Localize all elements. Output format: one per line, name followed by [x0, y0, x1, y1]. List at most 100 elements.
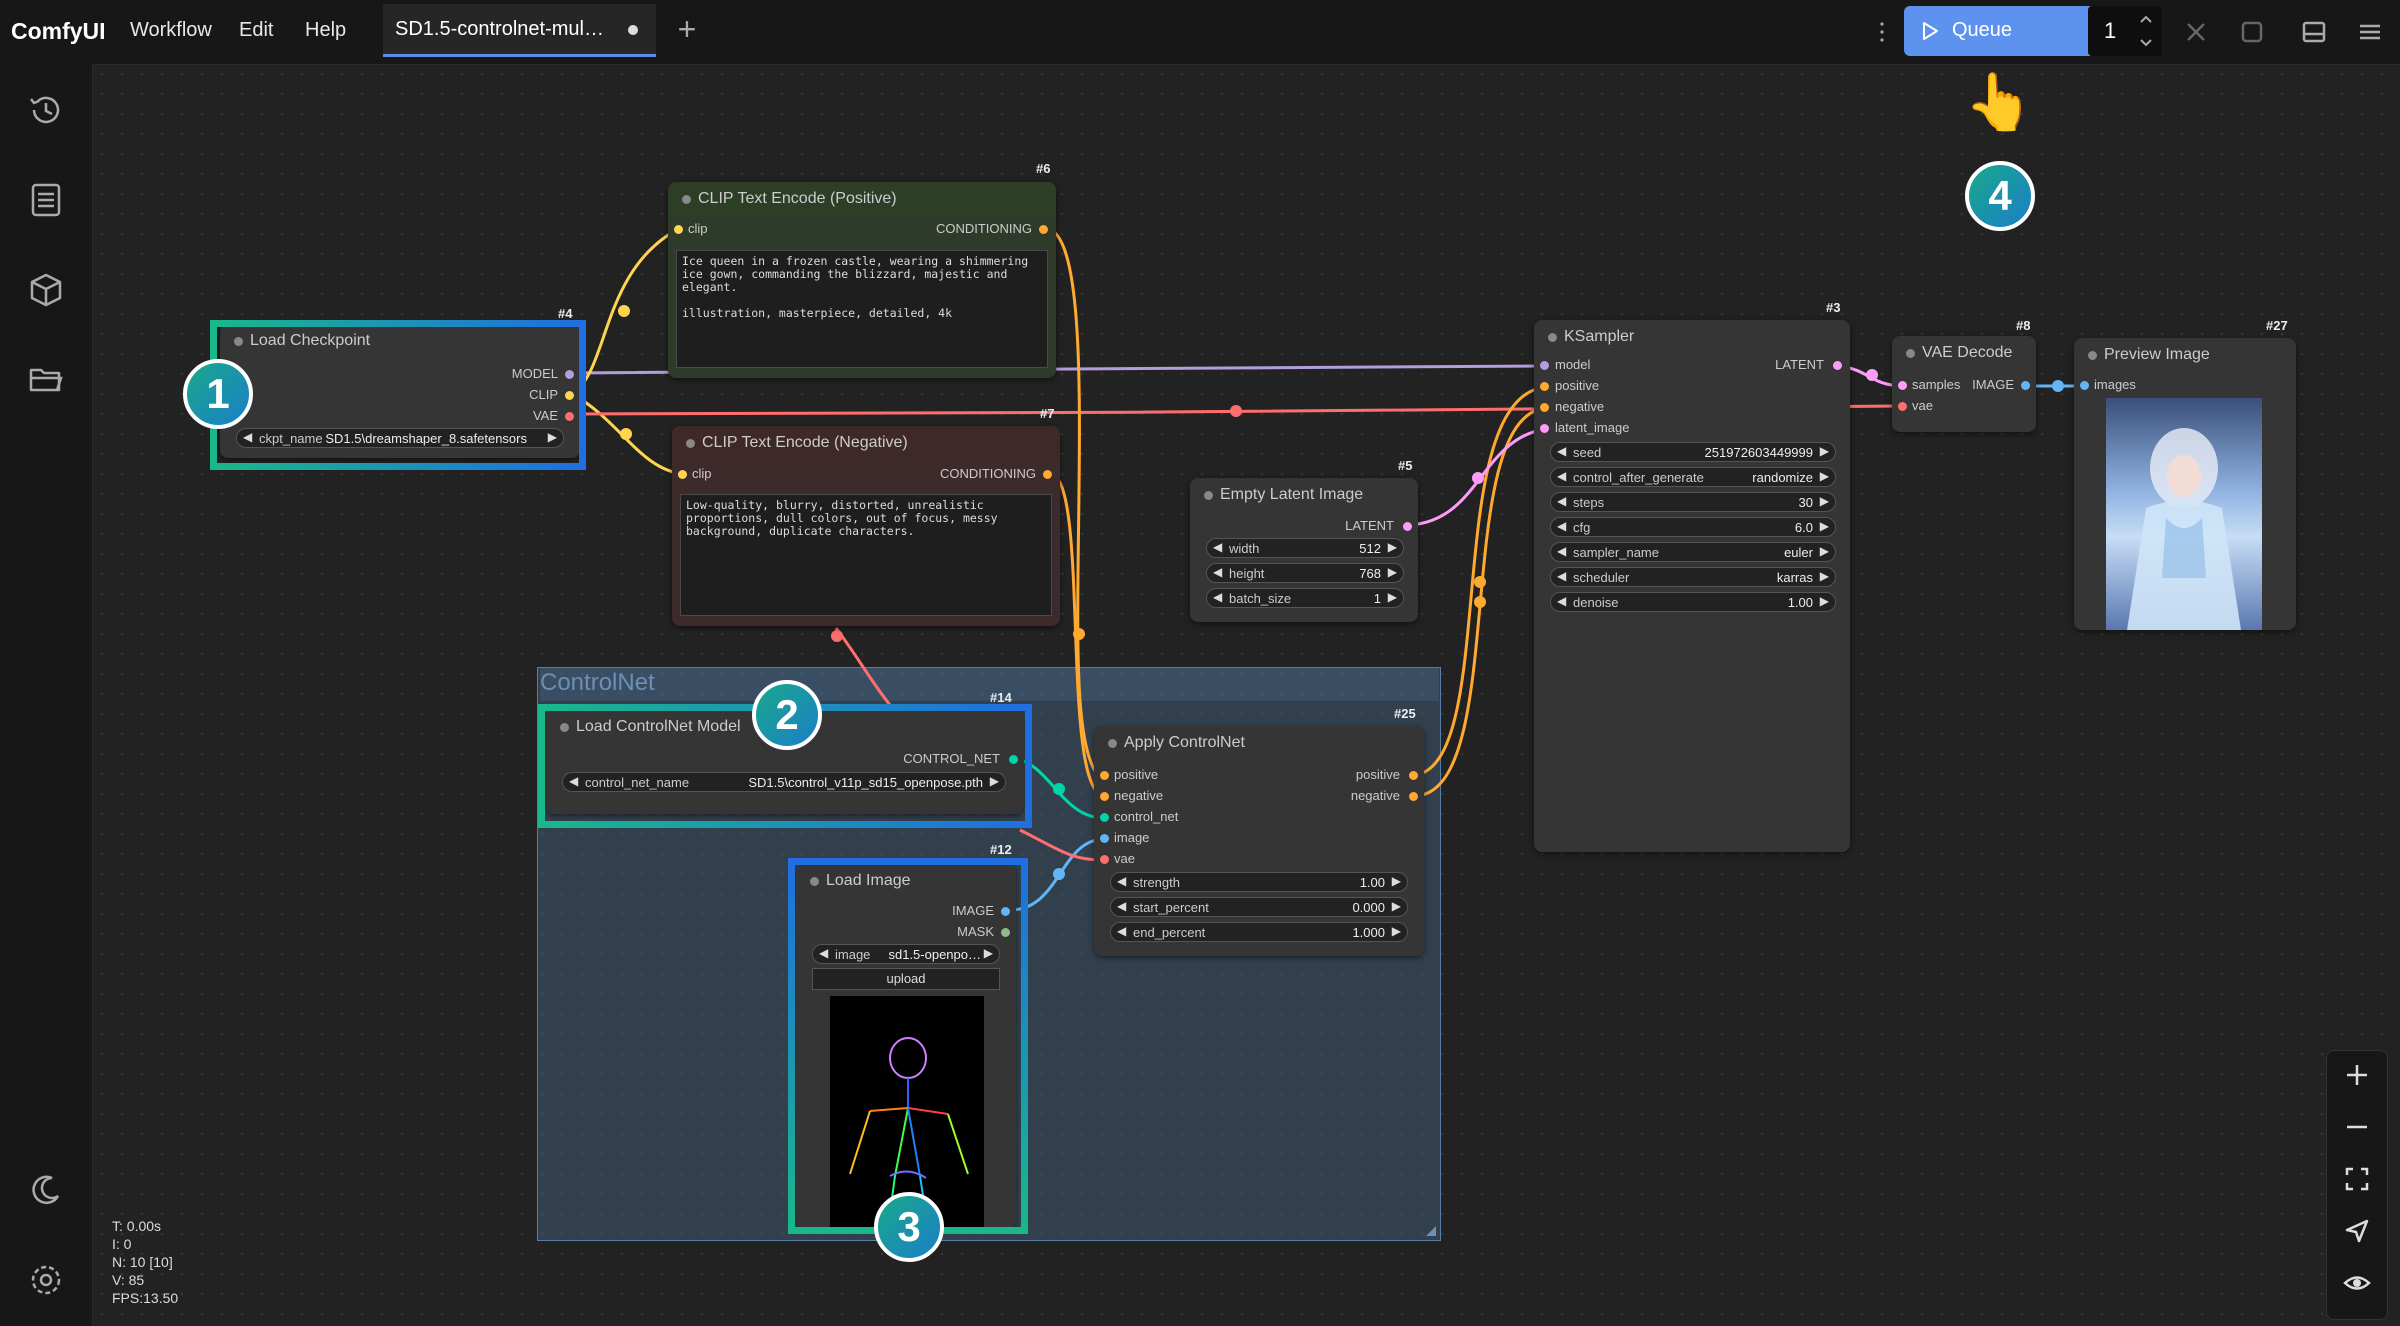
output-negative-label: negative: [1350, 788, 1400, 803]
toggle-links-eye-icon[interactable]: [2343, 1269, 2371, 1297]
app-logo: ComfyUI: [11, 18, 106, 44]
node-title-bar[interactable]: CLIP Text Encode (Negative): [672, 426, 1060, 460]
output-positive-label: positive: [1355, 767, 1400, 782]
node-title-bar[interactable]: Apply ControlNet: [1094, 726, 1424, 760]
node-title: CLIP Text Encode (Negative): [702, 434, 908, 451]
input-clip-slot[interactable]: [674, 225, 683, 234]
controlnet-group-title: ControlNet: [540, 669, 655, 696]
input-clip-label: clip: [692, 466, 712, 481]
drag-handle-icon[interactable]: [1880, 20, 1884, 44]
output-latent-slot[interactable]: [1833, 361, 1842, 370]
node-title: Empty Latent Image: [1220, 486, 1364, 503]
node-title: CLIP Text Encode (Positive): [698, 190, 897, 207]
clear-queue-icon[interactable]: [2238, 18, 2266, 46]
menu-help[interactable]: Help: [305, 19, 347, 41]
batch-count-input[interactable]: 1: [2088, 6, 2162, 56]
node-ksampler[interactable]: KSampler model positive negative latent_…: [1534, 320, 1850, 852]
node-clip-text-encode-negative[interactable]: CLIP Text Encode (Negative) clip CONDITI…: [672, 426, 1060, 626]
output-conditioning-slot[interactable]: [1039, 225, 1048, 234]
unsaved-indicator[interactable]: [628, 25, 638, 35]
input-latent-slot[interactable]: [1540, 424, 1549, 433]
node-title-bar[interactable]: Empty Latent Image: [1190, 478, 1418, 512]
theme-toggle-icon[interactable]: [26, 1170, 66, 1210]
node-apply-controlnet[interactable]: Apply ControlNet positive negative contr…: [1094, 726, 1424, 956]
settings-icon[interactable]: [26, 1260, 66, 1300]
output-image-slot[interactable]: [2021, 381, 2030, 390]
node-title-bar[interactable]: VAE Decode: [1892, 336, 2036, 370]
vae-cn-link-b: [1019, 828, 1105, 862]
queue-list-icon[interactable]: [26, 180, 66, 220]
output-positive-slot[interactable]: [1409, 771, 1418, 780]
queue-button[interactable]: Queue: [1904, 6, 2084, 56]
step-2-badge: 2: [752, 680, 822, 750]
input-positive-slot[interactable]: [1540, 382, 1549, 391]
new-tab-button[interactable]: +: [677, 11, 697, 47]
output-latent-slot[interactable]: [1403, 522, 1412, 531]
node-preview-image[interactable]: Preview Image images: [2074, 338, 2296, 630]
graph-canvas[interactable]: [92, 64, 2400, 1326]
step-1-highlight: [210, 320, 586, 470]
zoom-out-icon[interactable]: [2343, 1113, 2371, 1141]
positive-prompt-textarea[interactable]: Ice queen in a frozen castle, wearing a …: [676, 250, 1048, 368]
step-3-highlight: [788, 858, 1028, 1234]
workflow-tab[interactable]: SD1.5-controlnet-mul…: [383, 4, 656, 57]
cn-pos-link: [1415, 385, 1546, 777]
node-title: KSampler: [1564, 328, 1635, 345]
input-positive-slot[interactable]: [1100, 771, 1109, 780]
input-vae-slot[interactable]: [1898, 402, 1907, 411]
hamburger-menu-icon[interactable]: [2356, 18, 2384, 46]
node-vae-decode[interactable]: VAE Decode samples vae IMAGE: [1892, 336, 2036, 432]
input-model-slot[interactable]: [1540, 361, 1549, 370]
input-clip-slot[interactable]: [678, 470, 687, 479]
output-negative-slot[interactable]: [1409, 792, 1418, 801]
history-icon[interactable]: [26, 90, 66, 130]
input-image-slot[interactable]: [1100, 834, 1109, 843]
workflows-icon[interactable]: [26, 360, 66, 400]
node-id-5: #5: [1398, 458, 1413, 473]
input-controlnet-slot[interactable]: [1100, 813, 1109, 822]
input-negative-slot[interactable]: [1540, 403, 1549, 412]
menu-workflow[interactable]: Workflow: [130, 19, 212, 41]
model-library-icon[interactable]: [26, 270, 66, 310]
status-time: T: 0.00s: [112, 1218, 162, 1234]
input-negative-slot[interactable]: [1100, 792, 1109, 801]
negative-prompt-textarea[interactable]: Low-quality, blurry, distorted, unrealis…: [680, 494, 1052, 616]
fit-view-icon[interactable]: [2343, 1165, 2371, 1193]
stepper-icon[interactable]: [2138, 12, 2154, 50]
status-i: I: 0: [112, 1236, 132, 1252]
node-clip-text-encode-positive[interactable]: CLIP Text Encode (Positive) clip CONDITI…: [668, 182, 1056, 378]
node-title-bar[interactable]: Preview Image: [2074, 338, 2296, 372]
input-positive-label: positive: [1555, 378, 1600, 393]
node-title-bar[interactable]: CLIP Text Encode (Positive): [668, 182, 1056, 216]
send-icon[interactable]: [2343, 1217, 2371, 1245]
input-image-label: image: [1114, 830, 1150, 845]
menu-edit[interactable]: Edit: [239, 19, 274, 41]
bottom-panel-icon[interactable]: [2300, 18, 2328, 46]
canvas-controls: [2326, 1050, 2388, 1320]
cancel-icon[interactable]: [2182, 18, 2210, 46]
clip-link-neg: [571, 392, 685, 476]
controlnet-group-header[interactable]: ControlNet: [540, 667, 1439, 701]
output-conditioning-slot[interactable]: [1043, 470, 1052, 479]
zoom-in-icon[interactable]: [2343, 1061, 2371, 1089]
input-images-slot[interactable]: [2080, 381, 2089, 390]
node-title-bar[interactable]: KSampler: [1534, 320, 1850, 354]
input-vae-slot[interactable]: [1100, 855, 1109, 864]
input-samples-slot[interactable]: [1898, 381, 1907, 390]
group-resize-handle[interactable]: [1426, 1226, 1436, 1236]
generated-image-preview[interactable]: [2106, 398, 2262, 630]
